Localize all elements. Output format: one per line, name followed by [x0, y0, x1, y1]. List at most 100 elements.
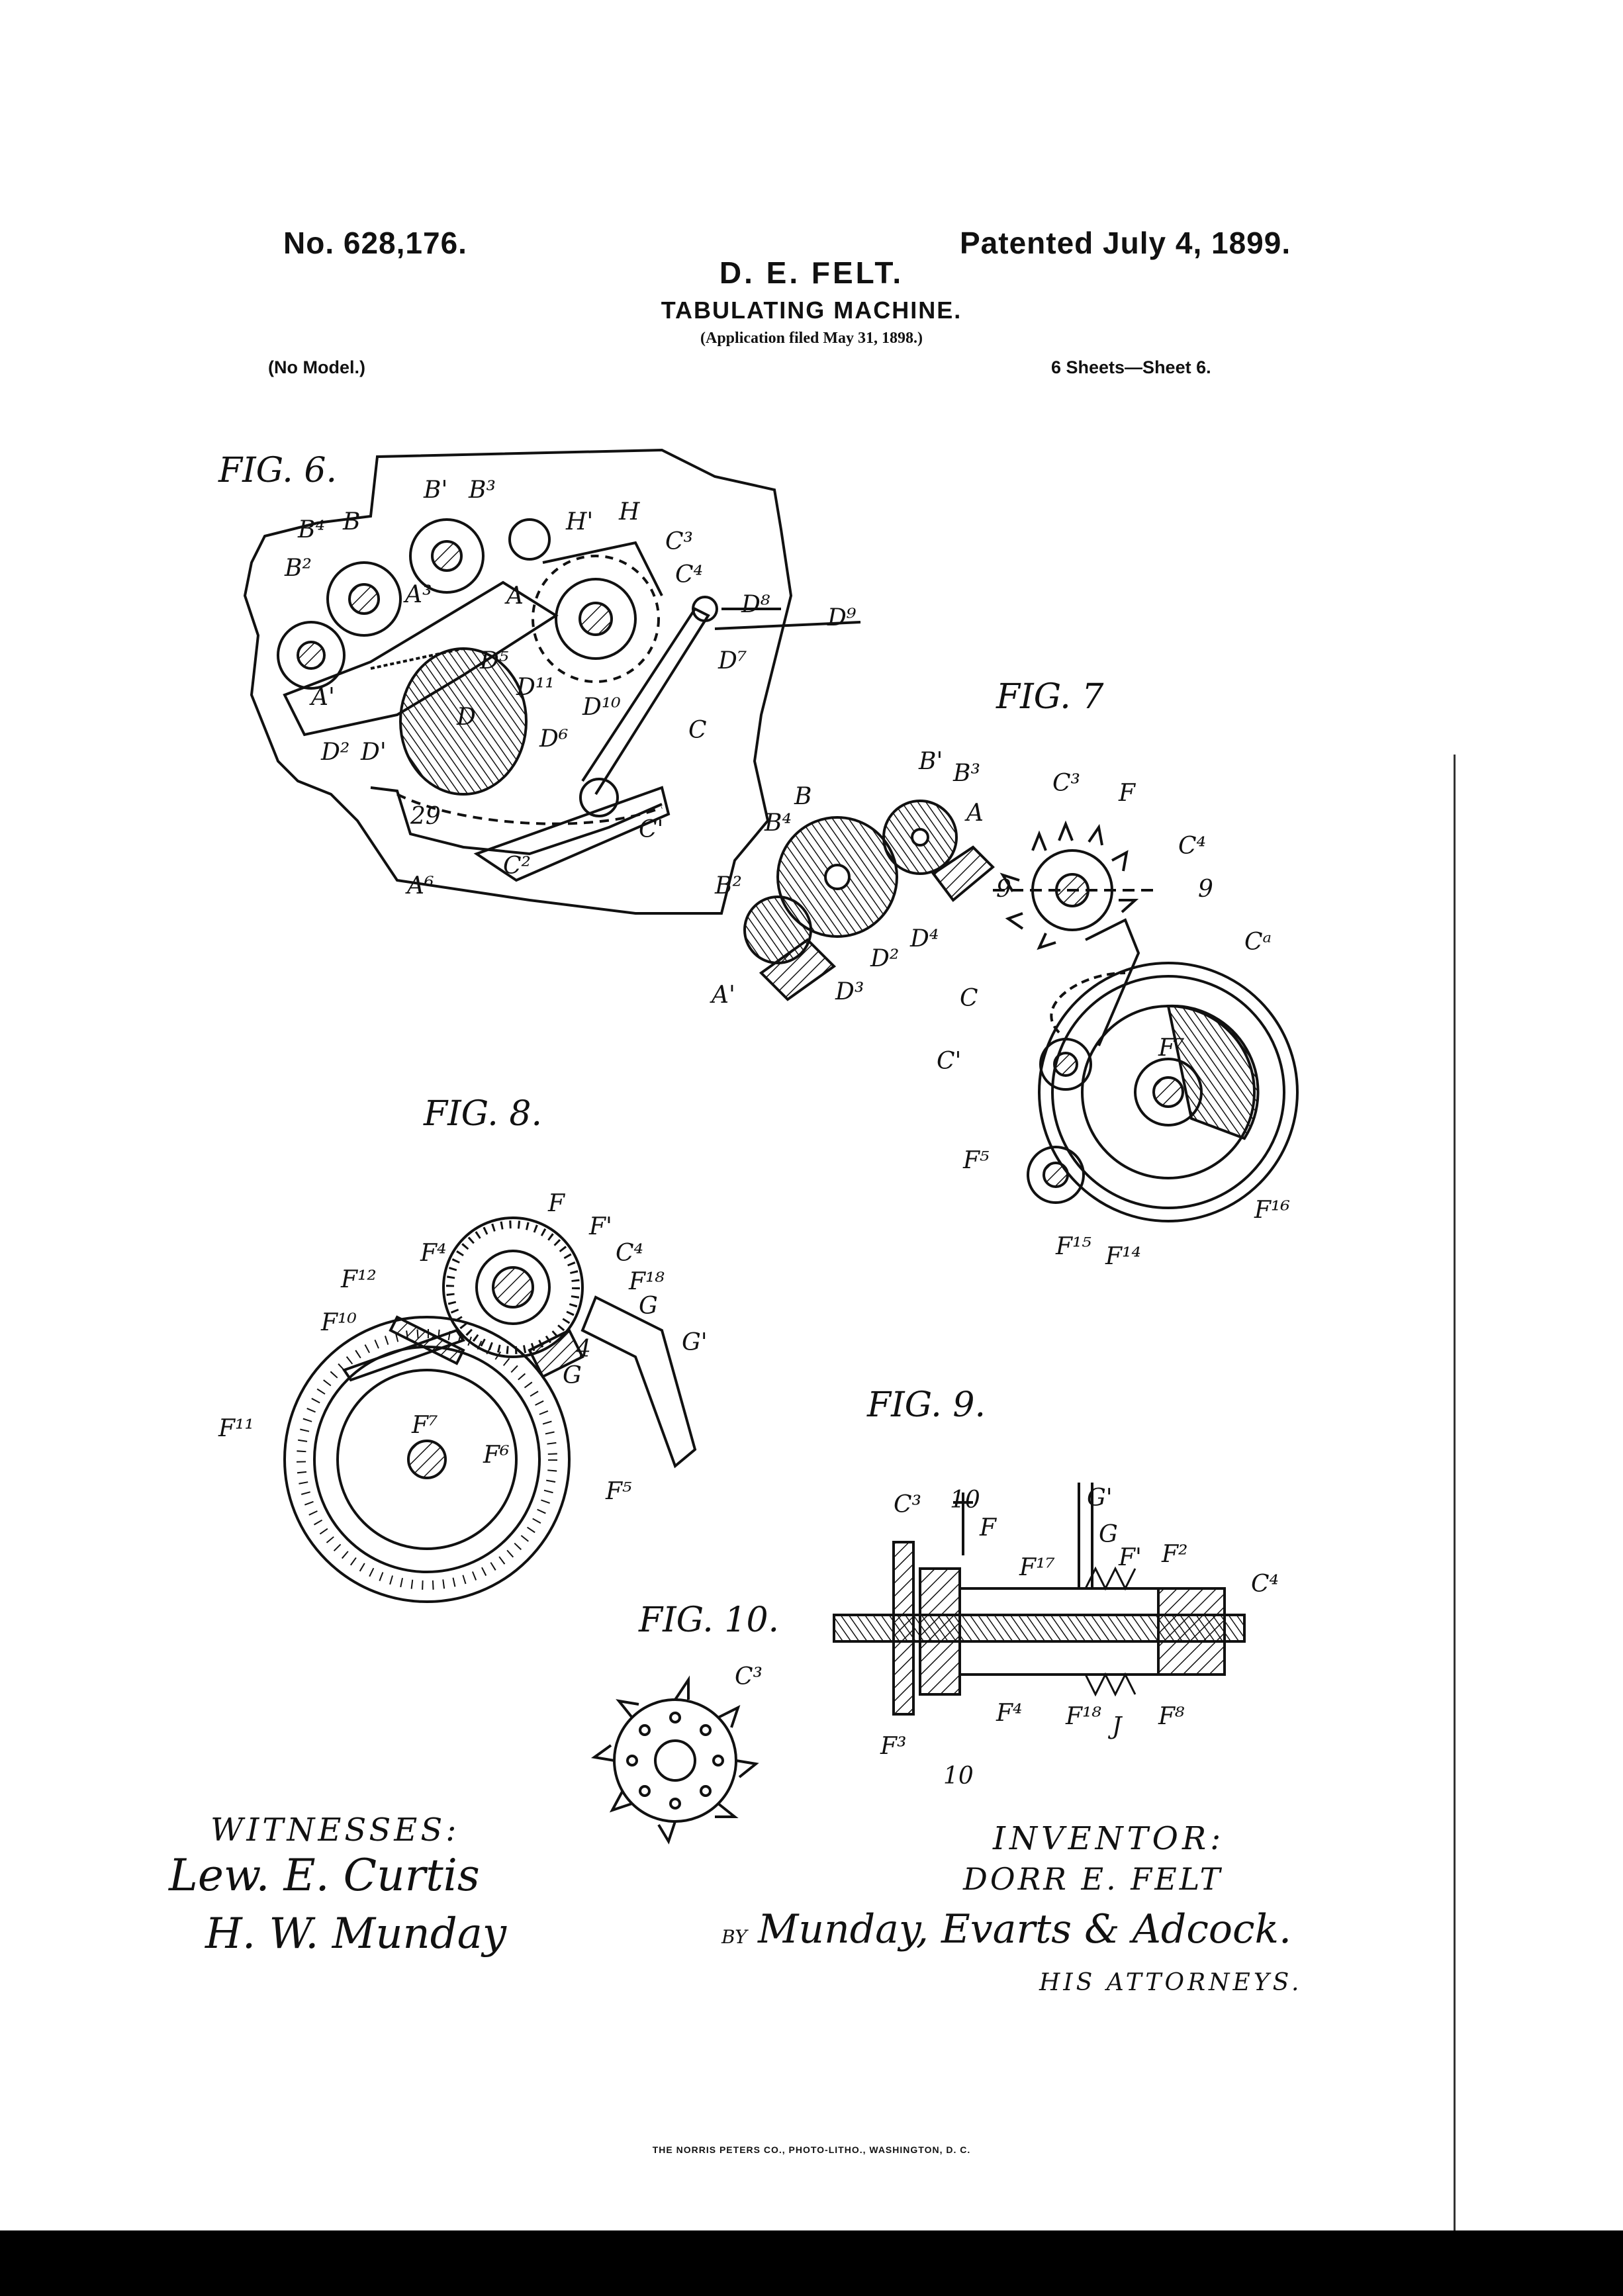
svg-text:F¹⁶: F¹⁶ — [1254, 1197, 1290, 1224]
svg-text:B⁴: B⁴ — [764, 809, 792, 837]
svg-text:D⁶: D⁶ — [539, 725, 568, 753]
svg-text:C²: C² — [503, 852, 531, 880]
fig9-caption: FIG. 9. — [866, 1385, 986, 1425]
patent-date: Patented July 4, 1899. — [960, 226, 1291, 260]
svg-text:D¹⁰: D¹⁰ — [582, 694, 621, 721]
svg-text:G: G — [1099, 1521, 1118, 1548]
svg-text:C³: C³ — [735, 1663, 763, 1690]
svg-text:F¹²: F¹² — [340, 1266, 377, 1293]
svg-text:F¹⁸: F¹⁸ — [1065, 1703, 1101, 1730]
svg-text:G: G — [563, 1362, 582, 1389]
printer-credit: THE NORRIS PETERS CO., PHOTO-LITHO., WAS… — [652, 2144, 971, 2155]
model-note: (No Model.) — [268, 357, 365, 377]
inventor-label: INVENTOR: — [993, 1820, 1225, 1857]
svg-text:10: 10 — [943, 1763, 974, 1790]
svg-text:F¹⁴: F¹⁴ — [1105, 1243, 1141, 1270]
inventor-signature: DORR E. FELT — [963, 1861, 1223, 1897]
svg-text:J: J — [1107, 1713, 1123, 1740]
witnesses-label: WITNESSES: — [210, 1812, 460, 1849]
patent-title: TABULATING MACHINE. — [661, 297, 962, 324]
svg-text:C': C' — [937, 1048, 961, 1075]
svg-text:B': B' — [423, 477, 447, 504]
svg-text:A': A' — [309, 684, 335, 711]
inventor-heading: D. E. FELT. — [719, 255, 904, 290]
svg-text:A: A — [964, 800, 984, 827]
svg-text:4: 4 — [575, 1336, 591, 1363]
svg-text:D⁴: D⁴ — [909, 925, 939, 952]
fig10-caption: FIG. 10. — [638, 1600, 779, 1640]
svg-text:F': F' — [1118, 1544, 1142, 1571]
svg-text:9: 9 — [1198, 876, 1213, 903]
witness-signature-1: Lew. E. Curtis — [169, 1850, 480, 1901]
svg-text:F: F — [547, 1190, 566, 1217]
fig8-caption: FIG. 8. — [423, 1094, 542, 1134]
fig6-caption: FIG. 6. — [218, 451, 337, 490]
svg-text:F⁷: F⁷ — [411, 1412, 438, 1439]
svg-text:A³: A³ — [403, 581, 432, 608]
svg-text:F²: F² — [1161, 1541, 1187, 1568]
svg-text:C³: C³ — [894, 1491, 921, 1518]
svg-text:F¹¹: F¹¹ — [218, 1415, 254, 1442]
attorney-signature: Munday, Evarts & Adcock. — [758, 1906, 1292, 1952]
svg-text:C⁴: C⁴ — [675, 561, 703, 588]
svg-text:Cᵃ: Cᵃ — [1244, 929, 1272, 956]
svg-text:F': F' — [588, 1213, 612, 1240]
svg-text:F: F — [1118, 780, 1136, 807]
svg-text:C³: C³ — [1052, 770, 1080, 797]
sheet-count: 6 Sheets—Sheet 6. — [1051, 357, 1211, 377]
svg-text:F¹⁵: F¹⁵ — [1055, 1233, 1091, 1260]
by-label: BY — [721, 1926, 747, 1948]
svg-text:F⁸: F⁸ — [1158, 1703, 1185, 1730]
scan-border — [0, 2230, 1623, 2296]
svg-text:9: 9 — [996, 876, 1011, 903]
svg-text:10: 10 — [950, 1487, 980, 1514]
svg-text:B²: B² — [714, 872, 742, 899]
svg-text:D⁸: D⁸ — [741, 591, 770, 618]
svg-text:C: C — [960, 985, 978, 1012]
svg-text:D': D' — [360, 739, 387, 766]
svg-text:F⁵: F⁵ — [605, 1478, 631, 1505]
svg-text:F⁷: F⁷ — [1158, 1034, 1184, 1062]
figure-8: FIG. 8. F F' F⁴ C⁴ F¹² F¹⁸ G F¹⁰ G' 4 G … — [218, 1094, 708, 1603]
patent-number: No. 628,176. — [283, 226, 467, 260]
svg-text:29: 29 — [410, 803, 441, 830]
svg-text:B: B — [342, 508, 360, 535]
svg-text:B³: B³ — [468, 477, 496, 504]
svg-text:H': H' — [565, 508, 593, 535]
svg-text:A⁶: A⁶ — [405, 872, 434, 899]
page-edge-line — [1454, 755, 1456, 2230]
svg-text:F¹⁰: F¹⁰ — [320, 1309, 357, 1336]
svg-text:C': C' — [639, 816, 663, 843]
attorneys-label: HIS ATTORNEYS. — [1039, 1969, 1303, 1996]
svg-text:C⁴: C⁴ — [616, 1240, 643, 1267]
svg-text:F¹⁸: F¹⁸ — [628, 1268, 665, 1295]
svg-text:D²: D² — [870, 945, 899, 972]
svg-text:C³: C³ — [665, 528, 693, 555]
svg-text:B²: B² — [284, 555, 312, 582]
svg-text:B⁴: B⁴ — [297, 516, 325, 543]
svg-text:C⁴: C⁴ — [1178, 833, 1206, 860]
figure-9: FIG. 9. G' C³ 10 F G F¹⁷ F' F² C⁴ F⁴ F¹⁸… — [833, 1385, 1279, 1790]
svg-text:F⁴: F⁴ — [996, 1700, 1022, 1727]
svg-text:A: A — [504, 582, 524, 610]
svg-text:C: C — [688, 717, 707, 744]
svg-text:D³: D³ — [835, 978, 864, 1005]
application-filed: (Application filed May 31, 1898.) — [700, 330, 923, 347]
svg-text:D: D — [456, 704, 476, 731]
svg-text:F: F — [979, 1514, 997, 1541]
svg-text:F³: F³ — [880, 1733, 906, 1760]
figure-7: FIG. 7 B' B³ C³ F B⁴ B A C⁴ — [710, 677, 1299, 1270]
svg-text:G': G' — [682, 1329, 708, 1356]
svg-text:C⁴: C⁴ — [1251, 1571, 1279, 1598]
fig7-caption: FIG. 7 — [996, 677, 1104, 717]
svg-text:A': A' — [710, 982, 735, 1009]
svg-text:D⁷: D⁷ — [718, 647, 747, 674]
svg-text:D⁵: D⁵ — [479, 647, 508, 674]
svg-text:F¹⁷: F¹⁷ — [1019, 1554, 1055, 1581]
svg-text:B': B' — [918, 748, 943, 775]
witness-signature-2: H. W. Munday — [205, 1909, 507, 1958]
svg-text:H: H — [618, 498, 640, 526]
svg-text:F⁶: F⁶ — [483, 1442, 509, 1469]
svg-text:G: G — [639, 1293, 658, 1320]
